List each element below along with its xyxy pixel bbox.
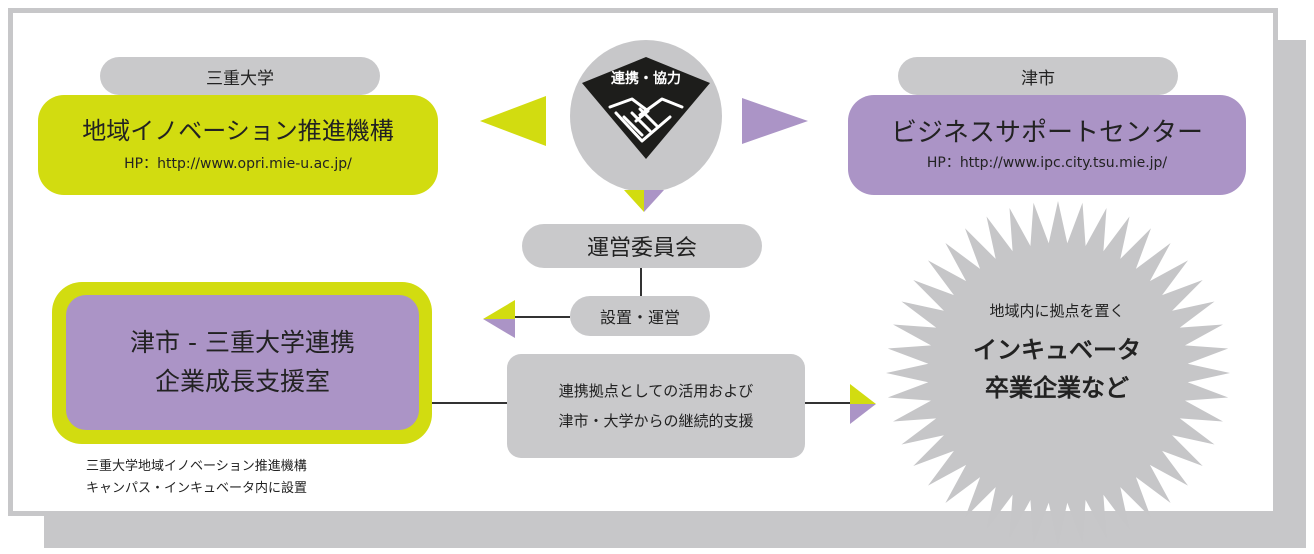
target-subtitle: 地域内に拠点を置く bbox=[989, 302, 1125, 320]
left-parent-label: 三重大学 bbox=[100, 57, 380, 95]
left-org-box: 地域イノベーション推進機構 HP：http://www.opri.mie-u.a… bbox=[38, 95, 438, 195]
right-org-url: HP：http://www.ipc.city.tsu.mie.jp/ bbox=[926, 154, 1168, 171]
note-line1: 三重大学地域イノベーション推進機構 bbox=[86, 459, 307, 474]
main-office-box: 津市 - 三重大学連携 企業成長支援室 bbox=[66, 295, 419, 430]
right-org-name: ビジネスサポートセンター bbox=[890, 118, 1203, 149]
support-right-connector bbox=[805, 402, 850, 404]
down-arrow-icon bbox=[624, 190, 664, 212]
main-office-line2: 企業成長支援室 bbox=[154, 366, 330, 396]
arrow-right-icon bbox=[742, 98, 808, 144]
support-left-connector bbox=[432, 402, 507, 404]
handshake-icon bbox=[582, 57, 710, 159]
cooperation-label: 連携・協力 bbox=[611, 71, 681, 87]
target-text: 地域内に拠点を置く インキュベータ 卒業企業など bbox=[932, 300, 1182, 408]
target-line1: インキュベータ bbox=[973, 336, 1141, 364]
role-pill: 設置・運営 bbox=[570, 296, 710, 336]
committee-connector bbox=[640, 268, 642, 296]
support-box: 連携拠点としての活用および 津市・大学からの継続的支援 bbox=[507, 354, 805, 458]
main-office-line1: 津市 - 三重大学連携 bbox=[130, 327, 355, 357]
note-line2: キャンパス・インキュベータ内に設置 bbox=[86, 481, 308, 497]
role-connector bbox=[514, 316, 570, 318]
target-line2: 卒業企業など bbox=[985, 374, 1129, 403]
left-org-name: 地域イノベーション推進機構 bbox=[82, 116, 394, 145]
support-line2: 津市・大学からの継続的支援 bbox=[558, 412, 754, 430]
main-office-note: 三重大学地域イノベーション推進機構 キャンパス・インキュベータ内に設置 bbox=[86, 456, 307, 500]
target-starburst bbox=[886, 201, 1230, 545]
committee-pill: 運営委員会 bbox=[522, 224, 762, 268]
support-line1: 連携拠点としての活用および bbox=[558, 382, 754, 400]
arrow-left-icon bbox=[480, 96, 546, 146]
support-arrow-icon bbox=[850, 384, 876, 424]
role-arrow-icon bbox=[483, 300, 515, 338]
right-parent-label: 津市 bbox=[898, 57, 1178, 95]
left-org-url: HP：http://www.opri.mie-u.ac.jp/ bbox=[124, 156, 352, 173]
right-org-box: ビジネスサポートセンター HP：http://www.ipc.city.tsu.… bbox=[848, 95, 1246, 195]
